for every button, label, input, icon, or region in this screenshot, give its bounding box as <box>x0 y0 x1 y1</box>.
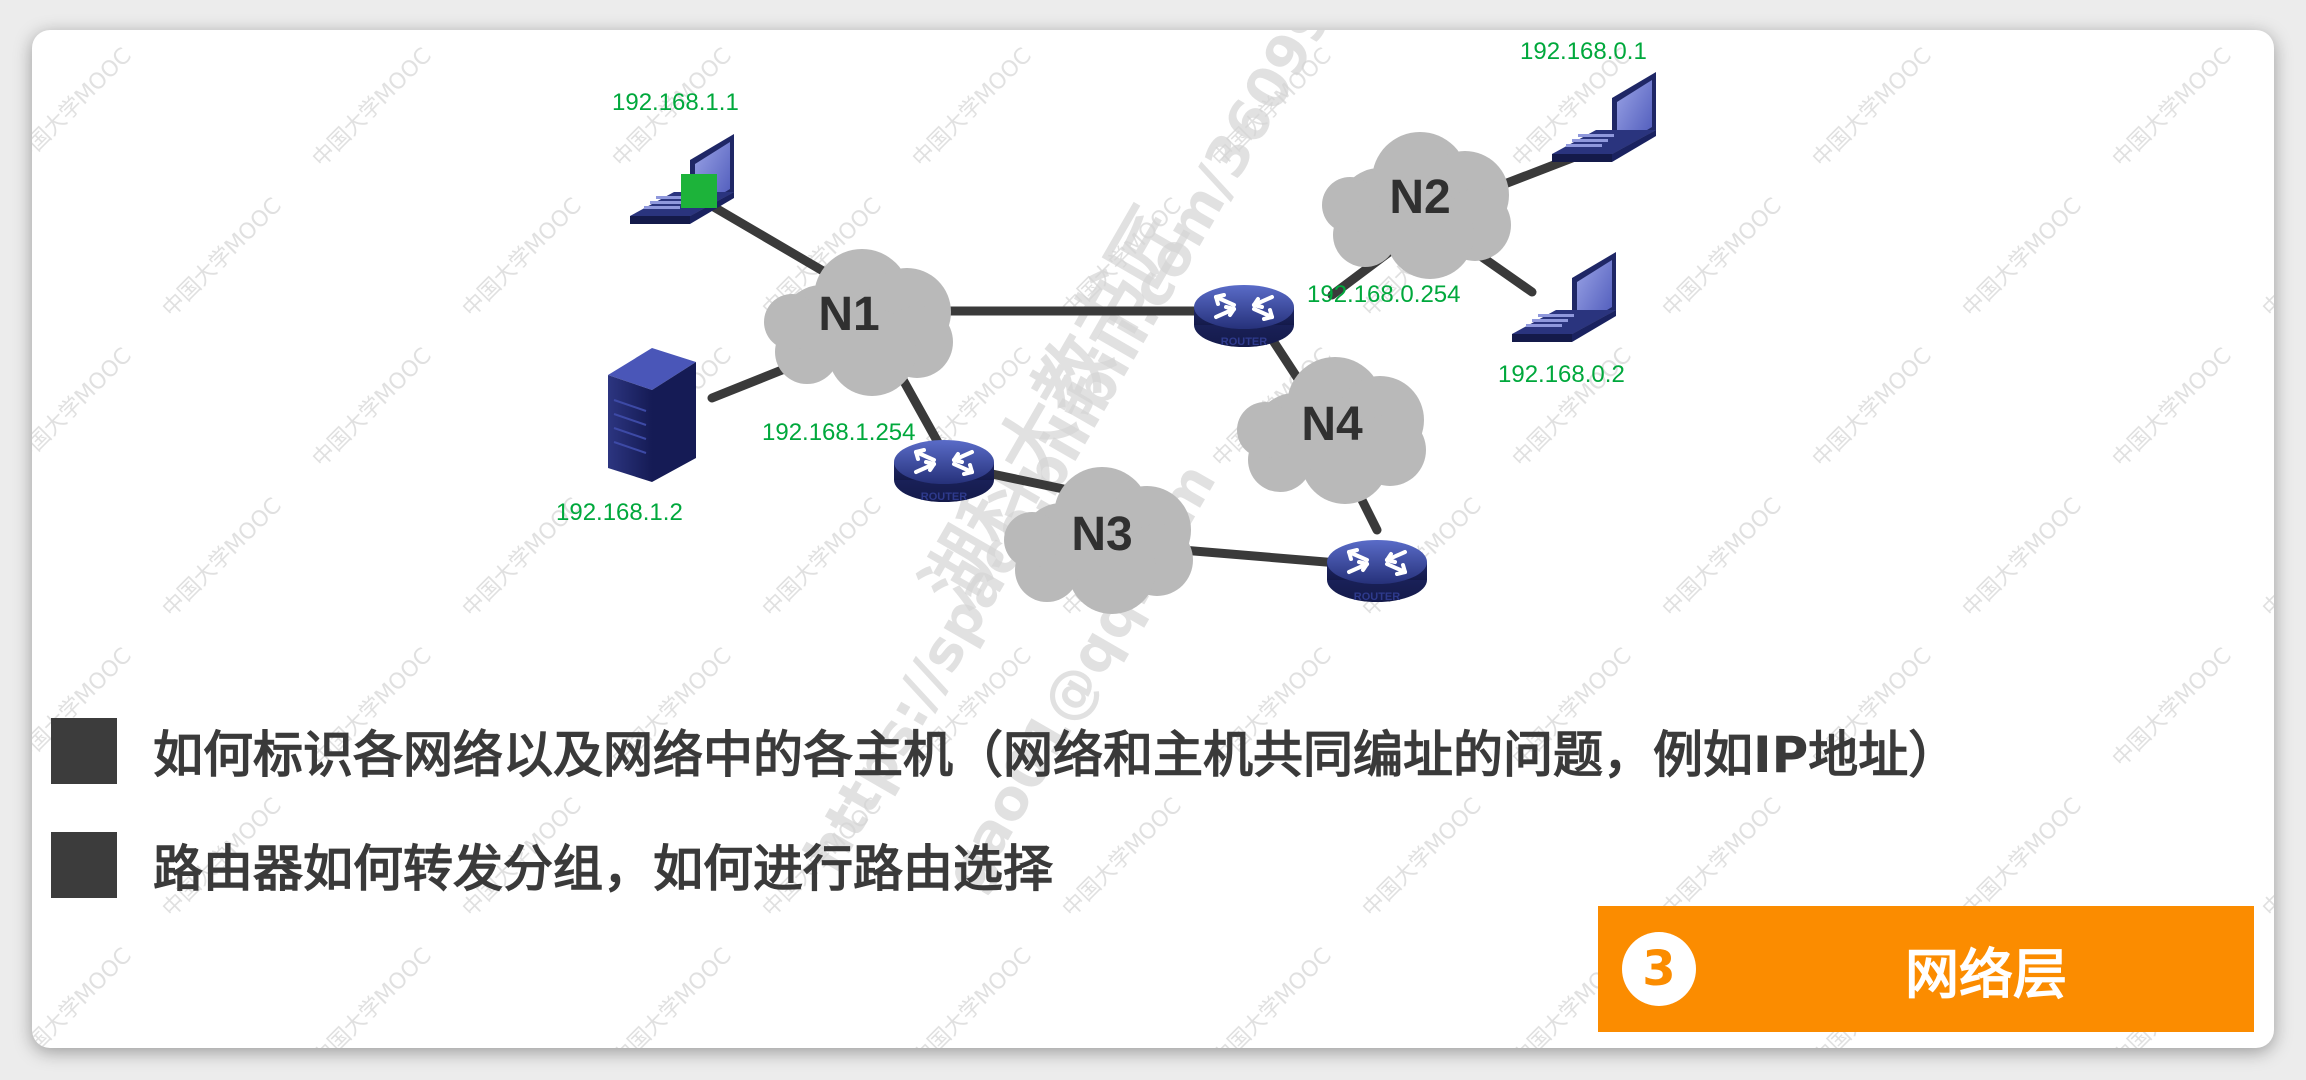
watermark-tile: 中国大学MOOC <box>32 943 137 1048</box>
bullet-item-routing: 路由器如何转发分组，如何进行路由选择 <box>51 830 1053 900</box>
ip-label-host-n1-laptop: 192.168.1.1 <box>612 89 739 116</box>
watermark-tile: 中国大学MOOC <box>307 943 437 1048</box>
ip-label-host-n2-top: 192.168.0.1 <box>1520 38 1647 65</box>
watermark-tile: 中国大学MOOC <box>907 943 1037 1048</box>
network-topology-diagram: N1 N2 N3 N4 ROUTER ROUTER ROUTER 192 <box>556 38 1656 614</box>
ip-label-router-n1: 192.168.1.254 <box>762 419 915 446</box>
router-caption-1: ROUTER <box>921 491 968 503</box>
bullet-item-addressing: 如何标识各网络以及网络中的各主机（网络和主机共同编址的问题，例如IP地址） <box>51 716 1958 786</box>
cloud-label-n3: N3 <box>1071 508 1132 561</box>
watermark-tile: 中国大学MOOC <box>1207 943 1337 1048</box>
section-number-badge: 3 <box>1622 932 1696 1006</box>
cloud-label-n1: N1 <box>818 288 879 341</box>
bullet-text: 如何标识各网络以及网络中的各主机（网络和主机共同编址的问题，例如IP地址） <box>153 726 1959 784</box>
selected-host-marker <box>681 174 717 208</box>
watermark-tile: 中国大学MOOC <box>2257 793 2274 923</box>
router-caption-3: ROUTER <box>1354 591 1401 603</box>
watermark-tile: 中国大学MOOC <box>1057 793 1187 923</box>
laptop-icon-host-192-168-0-2 <box>1512 252 1616 342</box>
ip-label-router-n2: 192.168.0.254 <box>1307 281 1460 308</box>
bullet-square-icon <box>51 832 117 898</box>
watermark-tile: 中国大学MOOC <box>1657 793 1787 923</box>
section-title: 网络层 <box>1905 942 2067 1006</box>
router-caption-2: ROUTER <box>1221 336 1268 348</box>
bullet-text: 路由器如何转发分组，如何进行路由选择 <box>153 840 1053 898</box>
cloud-label-n4: N4 <box>1301 398 1363 451</box>
server-icon-host-192-168-1-2 <box>608 348 696 482</box>
link-n2-host-top <box>1497 153 1577 190</box>
watermark-tile: 中国大学MOOC <box>1957 793 2087 923</box>
section-banner: 3 网络层 <box>1598 906 2254 1032</box>
ip-label-host-n2-bottom: 192.168.0.2 <box>1498 361 1625 388</box>
bullet-square-icon <box>51 718 117 784</box>
watermark-tile: 中国大学MOOC <box>607 943 737 1048</box>
cloud-label-n2: N2 <box>1389 171 1450 224</box>
watermark-tile: 中国大学MOOC <box>1357 793 1487 923</box>
ip-label-host-n1-server: 192.168.1.2 <box>556 499 683 526</box>
laptop-icon-host-192-168-0-1 <box>1552 72 1656 162</box>
